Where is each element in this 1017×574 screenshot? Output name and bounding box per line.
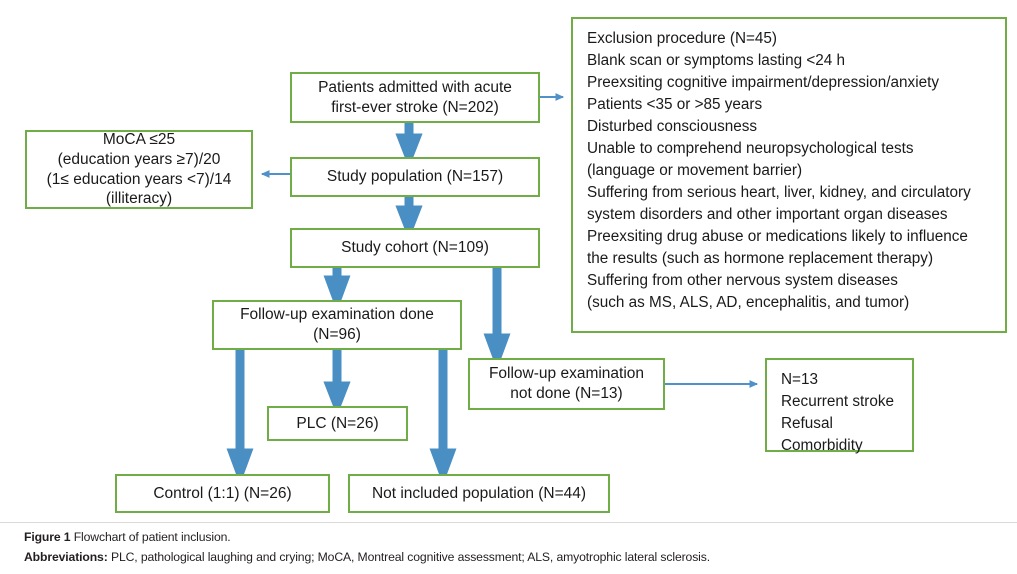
node-followup-done[interactable]: Follow-up examination done (N=96) [212, 300, 462, 350]
node-not-included-population[interactable]: Not included population (N=44) [348, 474, 610, 513]
node-study-population-label: Study population (N=157) [326, 168, 504, 186]
edge-followup-done-to-not-included [429, 350, 457, 486]
node-control-label: Control (1:1) (N=26) [153, 484, 292, 502]
flowchart-connector-layer [226, 93, 759, 486]
node-study-cohort-label: Study cohort (N=109) [341, 239, 489, 257]
node-not-done-reasons-label: N=13 Recurrent stroke Refusal Comorbidit… [781, 371, 895, 455]
edge-followup-done-to-plc [323, 350, 351, 417]
node-study-population[interactable]: Study population (N=157) [290, 157, 540, 197]
node-followup-not-done-label: Follow-up examination not done (N=13) [488, 365, 645, 402]
edge-study-cohort-to-followup-not-done [483, 268, 511, 371]
node-exclusion-procedure[interactable]: Exclusion procedure (N=45) Blank scan or… [571, 17, 1007, 333]
edge-study-population-to-study-cohort [395, 197, 423, 241]
node-followup-done-label: Follow-up examination done (N=96) [240, 306, 434, 343]
caption-divider [0, 522, 1017, 523]
node-moca-excluded[interactable]: MoCA ≤25 (education years ≥7)/20 (1≤ edu… [25, 130, 253, 209]
node-not-included-population-label: Not included population (N=44) [371, 484, 587, 502]
figure-caption: Figure 1 Flowchart of patient inclusion.… [0, 522, 1017, 574]
node-plc[interactable]: PLC (N=26) [267, 406, 408, 441]
node-patients-admitted[interactable]: Patients admitted with acute first-ever … [290, 72, 540, 123]
node-patients-admitted-label: Patients admitted with acute first-ever … [318, 78, 512, 116]
caption-figure-label: Figure 1 [24, 530, 71, 544]
caption-figure-text: Flowchart of patient inclusion. [73, 530, 231, 544]
caption-line-title: Figure 1 Flowchart of patient inclusion. [24, 528, 993, 548]
caption-abbrev-label: Abbreviations: [24, 549, 108, 564]
caption-line-abbreviations: Abbreviations: PLC, pathological laughin… [24, 548, 993, 568]
node-moca-excluded-label: MoCA ≤25 (education years ≥7)/20 (1≤ edu… [46, 130, 232, 208]
node-plc-label: PLC (N=26) [296, 414, 379, 432]
edge-followup-done-to-control [226, 350, 254, 486]
node-study-cohort[interactable]: Study cohort (N=109) [290, 228, 540, 268]
edge-admitted-to-study-population [395, 123, 423, 169]
node-control[interactable]: Control (1:1) (N=26) [115, 474, 330, 513]
node-followup-not-done[interactable]: Follow-up examination not done (N=13) [468, 358, 665, 410]
node-not-done-reasons[interactable]: N=13 Recurrent stroke Refusal Comorbidit… [765, 358, 914, 454]
edge-study-cohort-to-followup-done [323, 268, 351, 313]
node-exclusion-procedure-label: Exclusion procedure (N=45) Blank scan or… [587, 30, 971, 312]
caption-abbrev-text: PLC, pathological laughing and crying; M… [110, 549, 711, 564]
